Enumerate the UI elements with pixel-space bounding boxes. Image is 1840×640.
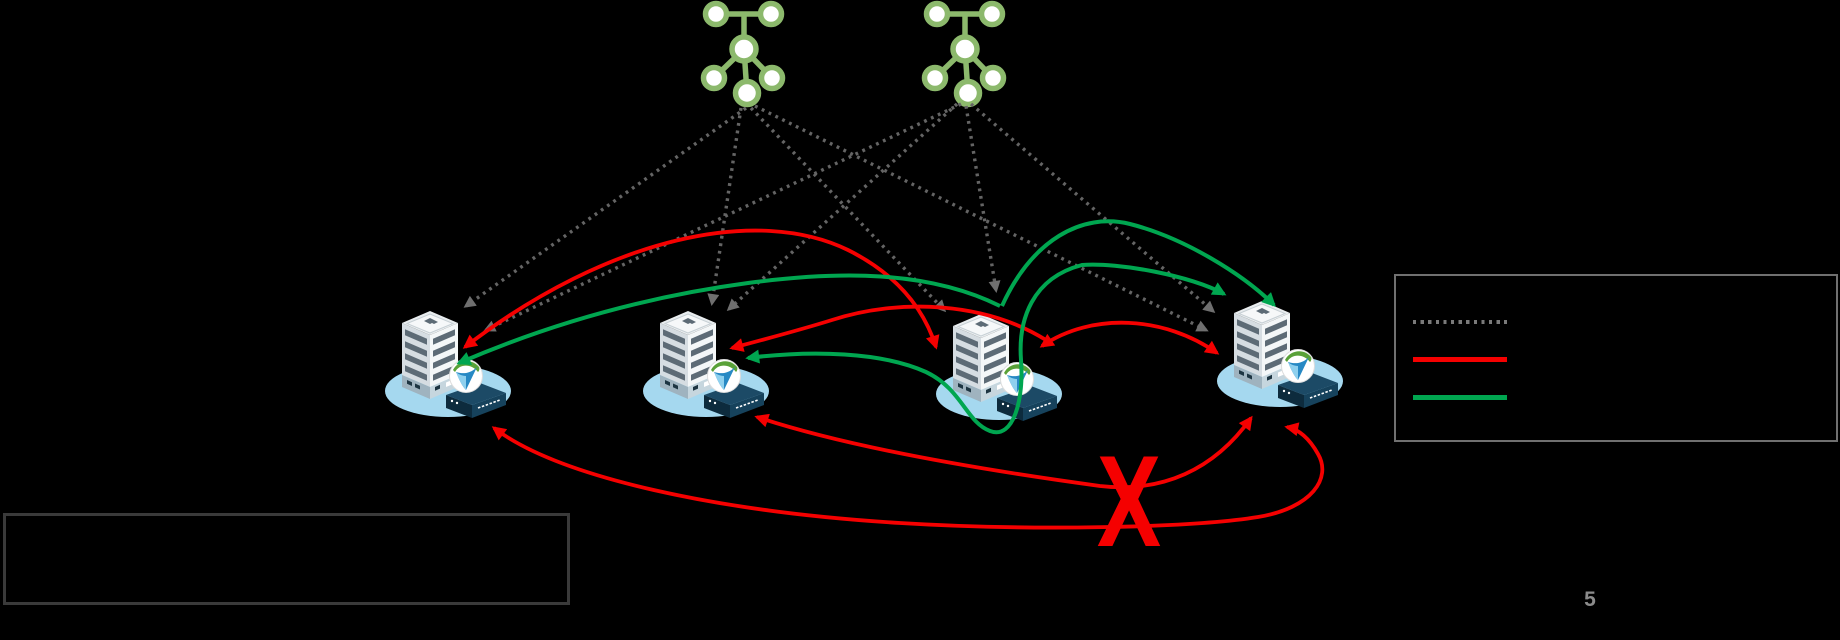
failure-x-mark: X (1096, 428, 1162, 574)
green-arrow (456, 273, 1001, 365)
multicast-source-tree-icon (704, 4, 783, 105)
dotted-arrow (463, 106, 747, 308)
dotted-arrow (749, 106, 947, 313)
green-arrow-group (456, 219, 1276, 435)
legend-swatch-green (1413, 395, 1507, 400)
green-arrow (745, 262, 1227, 435)
red-arrow (754, 413, 1253, 490)
legend-item (1413, 357, 1813, 377)
red-arrow (1039, 320, 1220, 355)
esxi-host-cluster-icon (1216, 300, 1344, 409)
red-arrow (491, 422, 1325, 530)
dotted-arrow (483, 102, 962, 332)
page-number: 5 (1584, 588, 1596, 611)
legend-item (1413, 320, 1813, 340)
esxi-host-cluster-icon (642, 310, 770, 419)
legend-item (1413, 395, 1813, 415)
legend-swatch-red (1413, 357, 1507, 362)
green-arrow (1000, 219, 1276, 307)
legend-swatch-dotted-gray (1413, 320, 1507, 324)
dotted-arrow (707, 107, 743, 306)
dotted-arrow (726, 102, 959, 312)
legend-box (1394, 274, 1838, 442)
note-box (3, 513, 570, 605)
dotted-arrow-group (463, 102, 1216, 332)
red-arrow-group (462, 228, 1325, 530)
multicast-source-tree-icon (925, 4, 1004, 105)
dotted-arrow (969, 102, 1216, 313)
dotted-arrow (964, 105, 1001, 293)
esxi-host-cluster-icon (935, 313, 1063, 422)
